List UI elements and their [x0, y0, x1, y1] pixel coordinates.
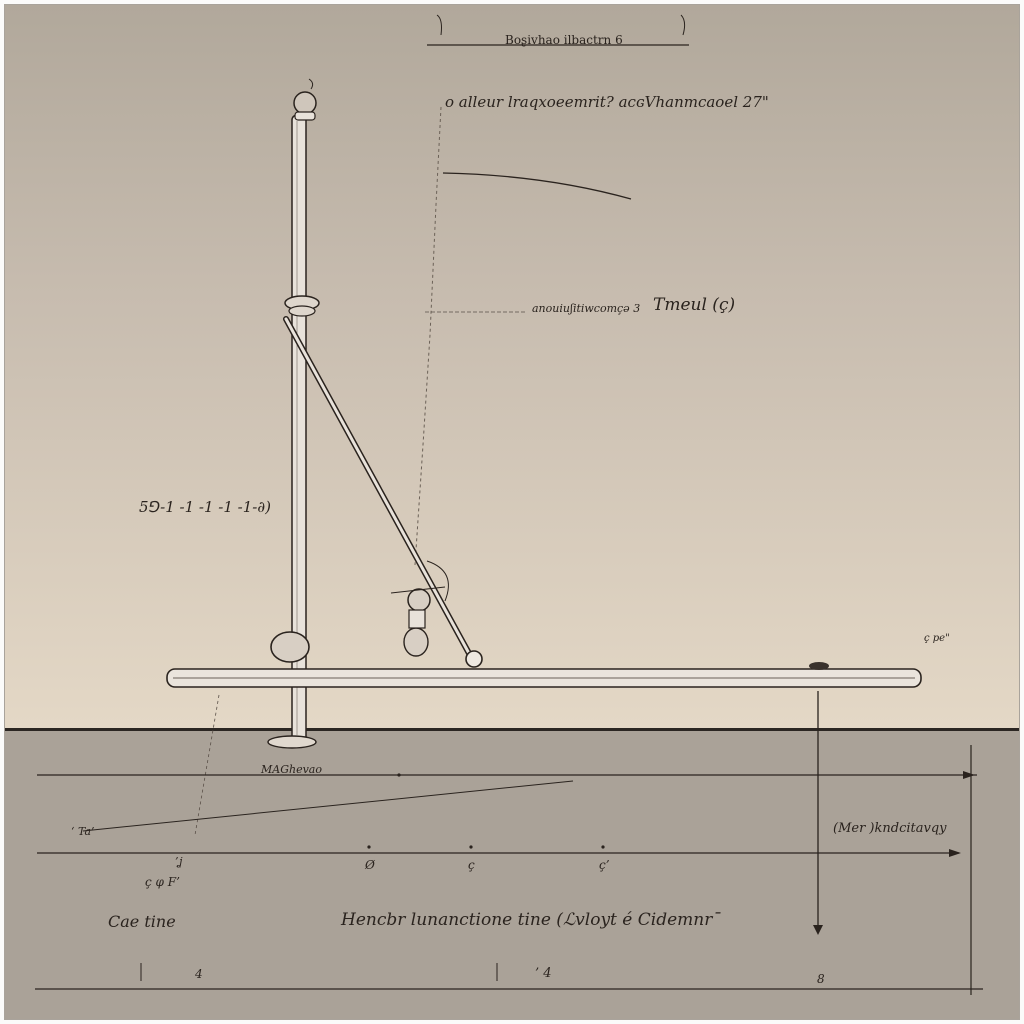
right-bottom-label: (Mer )kndcitavqy — [833, 821, 947, 836]
pivot-arm — [390, 586, 446, 594]
apparatus-drawing — [35, 14, 983, 995]
beam-slider — [809, 662, 829, 670]
mid-annotation-right: Tmeul (ç) — [653, 295, 736, 315]
axis-dot-4 — [397, 773, 401, 777]
pole-finial-hook — [308, 78, 314, 90]
axis-dot-2 — [469, 845, 473, 849]
pole-base-knob — [270, 631, 310, 663]
background-wall — [5, 5, 1019, 729]
axis-dot-1 — [367, 845, 371, 849]
mid-axis-arrow — [949, 849, 961, 857]
tick-label-9: 8 — [817, 972, 825, 986]
mid-annotation: anouiuʃitiwcomçə 3 — [532, 302, 641, 315]
pole-foot — [267, 735, 317, 749]
pivot-neck — [408, 609, 426, 629]
floor-plane — [5, 729, 1019, 1019]
pendulum-rod-core — [284, 317, 473, 659]
right-small-label: ç pe" — [924, 633, 950, 644]
tick-label-8: ’ 4 — [535, 966, 552, 981]
pole-collar-lower — [288, 305, 316, 317]
pendulum-bob — [465, 650, 483, 668]
pivot-ball — [407, 588, 431, 612]
diagram-title: Boʂivhao ilbactrn 6 — [505, 33, 623, 47]
bottom-left-label: Cae tine — [108, 912, 176, 931]
tick-label-1: ‘ Ta’ — [71, 825, 95, 838]
top-annotation: o alleur lraqxoeemrit? acɢVhanmcaoel 27" — [445, 93, 769, 111]
diagonal-faint — [194, 694, 220, 836]
tick-label-5: ç — [468, 858, 475, 872]
arc-curve — [442, 172, 632, 200]
pole-finial — [293, 91, 317, 115]
tick-label-4: Ø — [365, 858, 375, 872]
pendulum-arc-mark — [426, 560, 449, 602]
ground-label: MAGhevao — [261, 763, 322, 776]
title-bracket — [436, 14, 686, 36]
slope-line — [82, 780, 574, 832]
top-axis-arrow — [963, 771, 975, 779]
tick-label-6: ç’ — [599, 858, 610, 872]
left-annotation: 5⅁-1 -1 -1 -1 -1-∂) — [139, 498, 271, 516]
finial-neck — [294, 111, 316, 121]
tick-label-3: ç φ F’ — [145, 875, 180, 889]
plumb-guide-line — [414, 106, 442, 566]
tick-label-7: 4 — [195, 967, 203, 981]
pivot-stem — [403, 627, 429, 657]
axis-dot-3 — [601, 845, 605, 849]
horizon-line — [5, 728, 1019, 731]
tick-label-2: ’ʝ — [175, 855, 183, 868]
diagram-frame: Boʂivhao ilbactrn 6 o alleur lraqxoeemri… — [4, 4, 1020, 1020]
drop-arrowhead — [813, 925, 823, 935]
bottom-center-label: Hencbr lunanctione tine (ℒvloyt é Cidemn… — [341, 910, 721, 930]
